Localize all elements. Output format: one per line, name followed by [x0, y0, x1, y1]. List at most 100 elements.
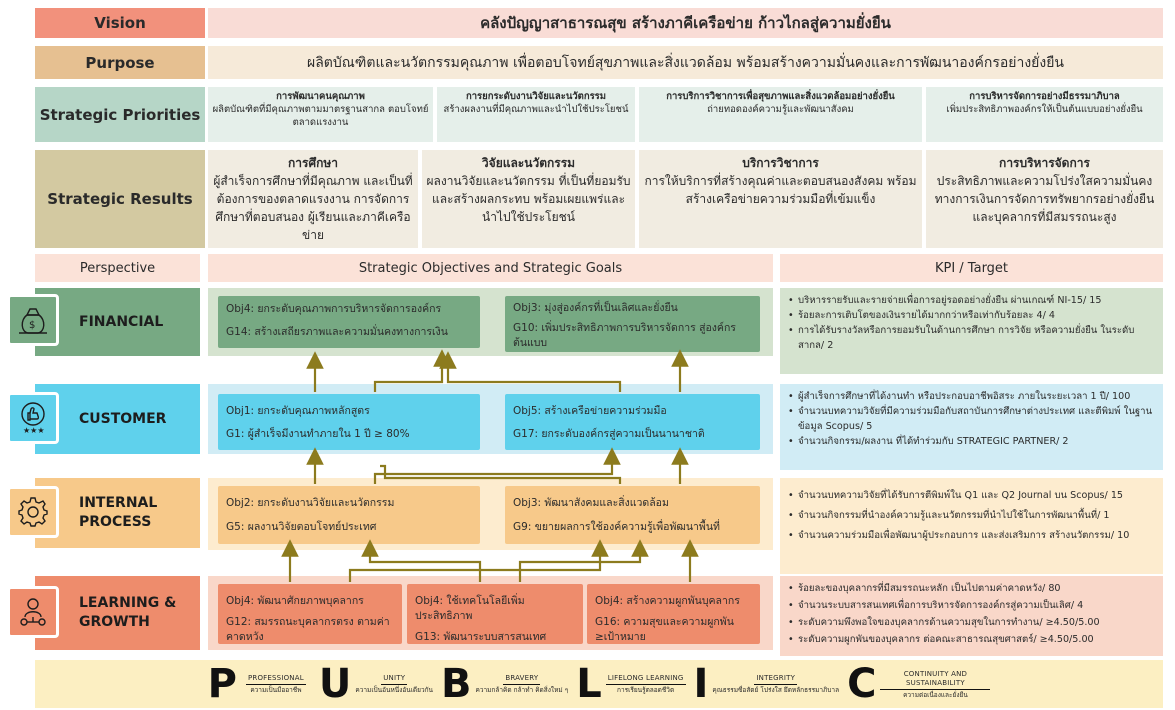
- result-text: ผลงานวิจัยและนวัตกรรม ที่เป็นที่ยอมรับแล…: [426, 174, 631, 224]
- core-value-thai: ความเป็นอันหนึ่งอันเดียวกัน: [355, 686, 433, 694]
- objective-box: Obj3: พัฒนาสังคมและสิ่งแวดล้อม G9: ขยายผ…: [505, 486, 760, 544]
- priority-text: ถ่ายทอดองค์ความรู้และพัฒนาสังคม: [707, 104, 854, 115]
- result-title: การบริหารจัดการ: [999, 156, 1090, 170]
- core-value-letter: U: [318, 661, 352, 707]
- kpi-item: ระดับความพึงพอใจของบุคลากรด้านความสุขในก…: [788, 614, 1155, 631]
- core-value-thai: ความกล้าคิด กล้าทำ คิดสิ่งใหม่ ๆ: [475, 686, 569, 694]
- core-value-english: PROFESSIONAL: [245, 674, 306, 685]
- kpi-item: จำนวนความร่วมมือเพื่อพัฒนาผู้ประกอบการ แ…: [788, 528, 1155, 543]
- objective-box: Obj3: มุ่งสู่องค์กรที่เป็นเลิศและยั่งยืน…: [505, 296, 760, 352]
- objective-label: Obj3: พัฒนาสังคมและสิ่งแวดล้อม: [513, 497, 669, 509]
- kpi-item: ร้อยละของบุคลากรที่มีสมรรถนะหลัก เป็นไปต…: [788, 580, 1155, 597]
- goal-label: G1: ผู้สำเร็จมีงานทำภายใน 1 ปี ≥ 80%: [226, 428, 410, 440]
- goal-label: G13: พัฒนาระบบสารสนเทศ: [415, 631, 547, 643]
- priority-title: การยกระดับงานวิจัยและนวัตกรรม: [465, 91, 607, 102]
- core-value-thai: การเรียนรู้ตลอดชีวิต: [617, 686, 675, 694]
- priority-cell: การบริหารจัดการอย่างมีธรรมาภิบาล เพิ่มปร…: [926, 87, 1163, 142]
- objective-label: Obj4: สร้างความผูกพันบุคลากร: [595, 595, 740, 607]
- core-value-english: CONTINUITY AND SUSTAINABILITY: [880, 670, 991, 690]
- core-value-letter: L: [576, 661, 602, 707]
- result-text: การให้บริการที่สร้างคุณค่าและตอบสนองสังค…: [644, 174, 917, 206]
- result-title: บริการวิชาการ: [742, 156, 819, 170]
- vision-text: คลังปัญญาสาธารณสุข สร้างภาคีเครือข่าย ก้…: [208, 8, 1163, 38]
- internal-process-name: INTERNAL PROCESS: [79, 494, 157, 532]
- financial-perspective: $ FINANCIAL: [7, 288, 200, 356]
- objective-box: Obj4: สร้างความผูกพันบุคลากร G16: ความสุ…: [587, 584, 760, 644]
- purpose-text: ผลิตบัณฑิตและนวัตกรรมคุณภาพ เพื่อตอบโจทย…: [208, 46, 1163, 79]
- objective-label: Obj4: พัฒนาศักยภาพบุคลากร: [226, 595, 364, 607]
- internal-process-name-line2: PROCESS: [79, 514, 152, 530]
- core-value-letter: C: [847, 661, 877, 707]
- financial-kpi-panel: บริหารรายรับและรายจ่ายเพื่อการอยู่รอดอย่…: [780, 288, 1163, 374]
- objective-box: Obj2: ยกระดับงานวิจัยและนวัตกรรม G5: ผลง…: [218, 486, 480, 544]
- objective-label: Obj1: ยกระดับคุณภาพหลักสูตร: [226, 405, 370, 417]
- priority-text: สร้างผลงานที่มีคุณภาพและนำไปใช้ประโยชน์: [443, 104, 629, 115]
- internal-process-name-line1: INTERNAL: [79, 495, 158, 511]
- result-cell: การบริหารจัดการ ประสิทธิภาพและความโปร่งใ…: [926, 150, 1163, 248]
- result-text: ผู้สำเร็จการศึกษาที่มีคุณภาพ และเป็นที่ต…: [213, 174, 413, 242]
- kpi-item: จำนวนกิจกรรม/ผลงาน ที่ได้ทำร่วมกับ STRAT…: [788, 434, 1155, 449]
- objective-label: Obj5: สร้างเครือข่ายความร่วมมือ: [513, 405, 667, 417]
- goal-label: G12: สมรรถนะบุคลากรตรง ตามค่าคาดหวัง: [226, 616, 390, 643]
- core-value-english: INTEGRITY: [754, 674, 798, 685]
- result-title: การศึกษา: [288, 156, 338, 170]
- priority-title: การบริหารจัดการอย่างมีธรรมาภิบาล: [969, 91, 1120, 102]
- goal-label: G16: ความสุขและความผูกพัน ≥เป้าหมาย: [595, 616, 734, 643]
- objective-box: Obj1: ยกระดับคุณภาพหลักสูตร G1: ผู้สำเร็…: [218, 394, 480, 450]
- priority-cell: การพัฒนาคนคุณภาพ ผลิตบัณฑิตที่มีคุณภาพตา…: [208, 87, 433, 142]
- priority-text: เพิ่มประสิทธิภาพองค์กรให้เป็นต้นแบบอย่าง…: [946, 104, 1143, 115]
- goal-label: G10: เพิ่มประสิทธิภาพการบริหารจัดการ สู่…: [513, 322, 736, 349]
- kpi-item: ระดับความผูกพันของบุคลากร ต่อคณะสาธารณสุ…: [788, 631, 1155, 648]
- customer-name: CUSTOMER: [79, 410, 167, 427]
- kpi-item: ผู้สำเร็จการศึกษาที่ได้งานทำ หรือประกอบอ…: [788, 389, 1155, 404]
- core-value-thai: คุณธรรมซื่อสัตย์ โปร่งใส ยึดหลักธรรมาภิบ…: [712, 686, 840, 694]
- objective-label: Obj4: ใช้เทคโนโลยีเพิ่มประสิทธิภาพ: [415, 595, 525, 622]
- result-cell: วิจัยและนวัตกรรม ผลงานวิจัยและนวัตกรรม ท…: [422, 150, 635, 248]
- priority-cell: การยกระดับงานวิจัยและนวัตกรรม สร้างผลงาน…: [437, 87, 635, 142]
- core-value-english: UNITY: [381, 674, 408, 685]
- svg-text:$: $: [29, 320, 35, 331]
- kpi-item: จำนวนระบบสารสนเทศเพื่อการบริหารจัดการองค…: [788, 597, 1155, 614]
- kpi-header: KPI / Target: [780, 254, 1163, 282]
- strategic-results-label: Strategic Results: [35, 150, 205, 248]
- core-value-letter: P: [207, 661, 237, 707]
- objective-box: Obj4: ยกระดับคุณภาพการบริหารจัดการองค์กร…: [218, 296, 480, 348]
- internal-process-perspective: INTERNAL PROCESS: [7, 478, 200, 548]
- result-cell: การศึกษา ผู้สำเร็จการศึกษาที่มีคุณภาพ แล…: [208, 150, 418, 248]
- goal-label: G14: สร้างเสถียรภาพและความมั่นคงทางการเง…: [226, 326, 448, 338]
- learning-growth-name-line2: GROWTH: [79, 614, 150, 630]
- core-value-thai: ความเป็นมืออาชีพ: [250, 686, 302, 694]
- objective-box: Obj5: สร้างเครือข่ายความร่วมมือ G17: ยกร…: [505, 394, 760, 450]
- learning-growth-kpi-panel: ร้อยละของบุคลากรที่มีสมรรถนะหลัก เป็นไปต…: [780, 576, 1163, 656]
- kpi-item: จำนวนบทความวิจัยที่ได้รับการตีพิมพ์ใน Q1…: [788, 488, 1155, 503]
- financial-name: FINANCIAL: [79, 313, 164, 330]
- internal-process-kpi-panel: จำนวนบทความวิจัยที่ได้รับการตีพิมพ์ใน Q1…: [780, 478, 1163, 574]
- customer-perspective: ★★★ CUSTOMER: [7, 384, 200, 454]
- objective-label: Obj2: ยกระดับงานวิจัยและนวัตกรรม: [226, 497, 395, 509]
- priority-title: การบริการวิชาการเพื่อสุขภาพและสิ่งแวดล้อ…: [666, 91, 895, 102]
- goal-label: G5: ผลงานวิจัยตอบโจทย์ประเทศ: [226, 521, 377, 533]
- svg-text:★★★: ★★★: [23, 426, 45, 435]
- learning-growth-name-line1: LEARNING &: [79, 595, 177, 611]
- priority-cell: การบริการวิชาการเพื่อสุขภาพและสิ่งแวดล้อ…: [639, 87, 922, 142]
- core-value-letter: I: [693, 661, 709, 707]
- kpi-item: การได้รับรางวัลหรือการยอมรับในด้านการศึก…: [788, 323, 1155, 353]
- core-value-english: LIFELONG LEARNING: [605, 674, 686, 685]
- vision-label: Vision: [35, 8, 205, 38]
- kpi-item: จำนวนบทความวิจัยที่มีความร่วมมือกับสถาบั…: [788, 404, 1155, 434]
- core-value-thai: ความต่อเนื่องและยั่งยืน: [903, 690, 968, 699]
- strategic-priorities-label: Strategic Priorities: [35, 87, 205, 142]
- result-text: ประสิทธิภาพและความโปร่งใสความมั่นคง ทางก…: [934, 174, 1155, 224]
- people-network-icon: [7, 586, 59, 638]
- kpi-item: จำนวนกิจกรรมที่นำองค์ความรู้และนวัตกรรมท…: [788, 508, 1155, 523]
- kpi-item: บริหารรายรับและรายจ่ายเพื่อการอยู่รอดอย่…: [788, 293, 1155, 308]
- kpi-item: ร้อยละการเติบโตของเงินรายได้มากกว่าหรือเ…: [788, 308, 1155, 323]
- money-bag-icon: $: [7, 294, 59, 346]
